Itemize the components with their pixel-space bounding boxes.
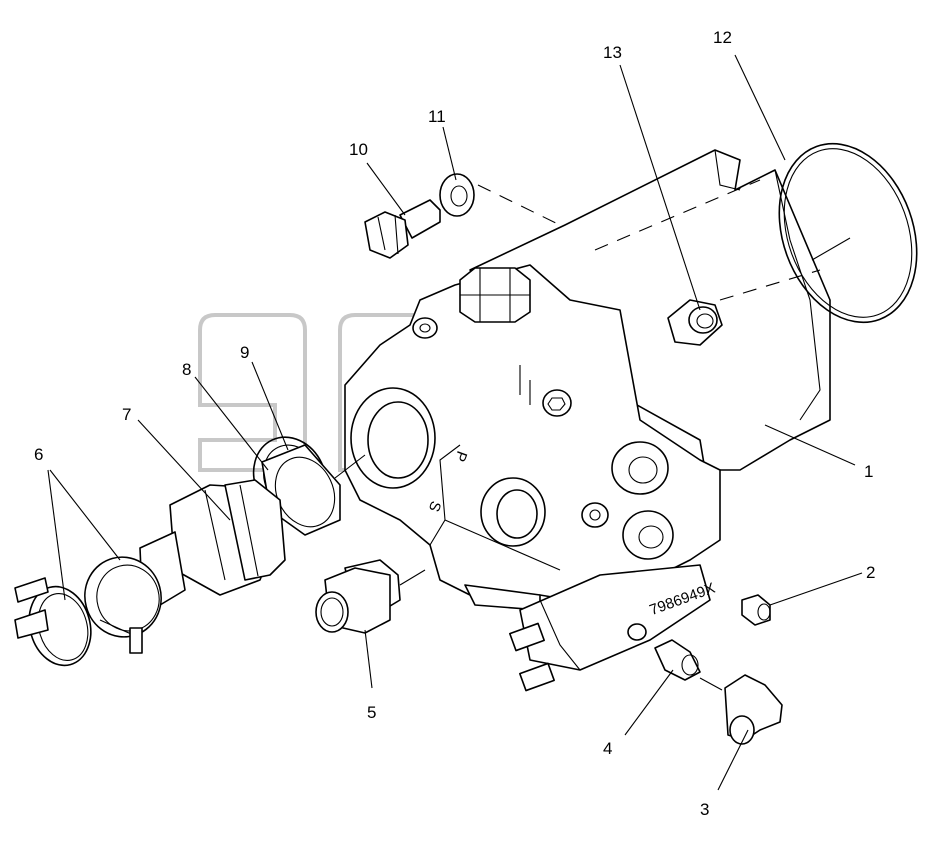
callout-leaders: [47, 54, 863, 791]
plug-2: [741, 594, 771, 626]
callout-1: 1: [864, 462, 873, 481]
washer-11: [439, 173, 561, 226]
callout-3: 3: [700, 800, 709, 819]
callout-9: 9: [240, 343, 249, 362]
callout-11: 11: [428, 107, 446, 126]
fitting-13: [667, 299, 723, 346]
o-ring-large: [778, 142, 918, 324]
callout-numbers: 1 2 3 4 5 6 7 8 9 10 11 12 13: [34, 28, 875, 819]
bolt-10: [364, 199, 441, 259]
adapter-4: [654, 639, 701, 681]
callout-12: 12: [713, 28, 732, 47]
callout-10: 10: [349, 140, 368, 159]
callout-7: 7: [122, 405, 131, 424]
pump-body: 7986949X P S: [344, 149, 831, 692]
callout-6: 6: [34, 445, 43, 464]
callout-13: 13: [603, 43, 622, 62]
callout-8: 8: [182, 360, 191, 379]
union-fitting-5: [315, 559, 426, 634]
callout-4: 4: [603, 739, 612, 758]
callout-2: 2: [866, 563, 875, 582]
hose-clamps-6: [14, 556, 162, 667]
hose-adapter-7: [139, 479, 286, 606]
elbow-3: [699, 674, 783, 745]
callout-5: 5: [367, 703, 376, 722]
